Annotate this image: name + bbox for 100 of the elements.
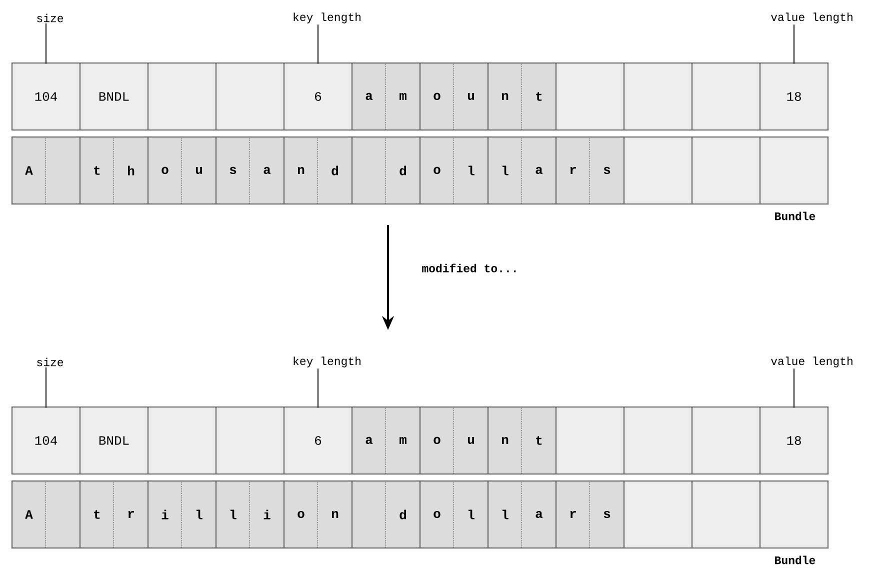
- empty-cell: [46, 136, 80, 204]
- node-label: l: [468, 166, 474, 176]
- memory-cell: d: [386, 480, 420, 548]
- memory-cell: a: [522, 480, 556, 548]
- memory-cell: r: [114, 480, 148, 548]
- node-label: r: [570, 166, 576, 174]
- annotation-label: key length: [294, 356, 360, 368]
- memory-cell: u: [454, 406, 488, 474]
- node-label: i: [162, 510, 168, 520]
- node-label: t: [94, 166, 100, 175]
- node-label: l: [502, 510, 508, 520]
- node-label: o: [434, 510, 440, 518]
- memory-cell: m: [386, 62, 420, 130]
- node-label: t: [94, 510, 100, 519]
- memory-cell: 18: [760, 62, 829, 130]
- memory-cell: s: [590, 136, 624, 204]
- node-label: d: [400, 510, 406, 520]
- memory-cell: r: [556, 480, 590, 548]
- memory-cell: l: [216, 480, 250, 548]
- empty-cell: [352, 136, 386, 204]
- node-label: o: [434, 92, 440, 100]
- node-label: m: [400, 92, 406, 100]
- annotation-label: value length: [771, 356, 852, 368]
- memory-cell: u: [182, 136, 216, 204]
- memory-cell: o: [148, 136, 182, 204]
- empty-cell: [352, 480, 386, 548]
- node-label: n: [332, 511, 338, 518]
- memory-cell: l: [488, 136, 522, 204]
- memory-cell: BNDL: [80, 62, 148, 130]
- memory-cell: s: [590, 480, 624, 548]
- memory-cell: d: [318, 136, 352, 204]
- node-label: a: [366, 436, 373, 444]
- memory-cell: o: [420, 406, 454, 474]
- memory-cell: o: [420, 480, 454, 548]
- node-label: s: [604, 510, 610, 518]
- node-label: l: [230, 510, 236, 520]
- memory-cell: t: [522, 62, 556, 130]
- node-label: s: [604, 166, 610, 174]
- memory-cell: l: [182, 480, 216, 548]
- memory-cell: m: [386, 406, 420, 474]
- memory-cell: n: [488, 406, 522, 474]
- memory-cell: u: [454, 62, 488, 130]
- memory-cell: A: [12, 480, 46, 548]
- memory-cell: t: [522, 406, 556, 474]
- node-label: A: [25, 166, 33, 175]
- memory-cell: l: [454, 480, 488, 548]
- node-label: r: [128, 511, 134, 518]
- node-label: l: [196, 510, 202, 520]
- memory-cell: i: [250, 480, 284, 548]
- memory-cell: o: [420, 62, 454, 130]
- memory-cell: 6: [284, 406, 352, 474]
- node-label: t: [536, 92, 542, 101]
- memory-cell: r: [556, 136, 590, 204]
- memory-cell: h: [114, 136, 148, 204]
- node-label: t: [536, 436, 542, 445]
- node-label: u: [196, 166, 202, 174]
- node-label: a: [264, 166, 271, 174]
- bundle-label: Bundle: [775, 212, 816, 220]
- node-label: r: [570, 511, 576, 518]
- annotation-label: size: [37, 14, 64, 22]
- memory-cell: l: [454, 136, 488, 204]
- node-label: n: [502, 93, 508, 100]
- node-label: l: [502, 166, 508, 176]
- arrow-label: modified to...: [422, 264, 516, 272]
- memory-cell: t: [80, 136, 114, 204]
- memory-cell: a: [522, 136, 556, 204]
- node-label: s: [230, 166, 236, 174]
- node-label: o: [298, 510, 304, 518]
- memory-cell: 18: [760, 406, 829, 474]
- bundle-label: Bundle: [775, 556, 816, 564]
- memory-cell: a: [250, 136, 284, 204]
- annotation-label: value length: [771, 12, 852, 24]
- annotation-label: size: [37, 358, 64, 366]
- memory-cell: BNDL: [80, 406, 148, 474]
- node-label: n: [502, 437, 508, 444]
- memory-cell: l: [488, 480, 522, 548]
- node-label: o: [434, 166, 440, 174]
- memory-cell: t: [80, 480, 114, 548]
- node-label: i: [264, 510, 270, 520]
- memory-cell: o: [284, 480, 318, 548]
- node-label: o: [434, 436, 440, 444]
- node-label: d: [332, 166, 338, 176]
- memory-cell: n: [284, 136, 318, 204]
- node-label: l: [468, 510, 474, 520]
- memory-cell: 104: [12, 406, 80, 474]
- memory-cell: 6: [284, 62, 352, 130]
- node-label: d: [400, 166, 406, 176]
- node-label: o: [162, 166, 168, 174]
- memory-cell: s: [216, 136, 250, 204]
- memory-cell: n: [318, 480, 352, 548]
- memory-cell: A: [12, 136, 46, 204]
- memory-cell: a: [352, 406, 386, 474]
- node-label: a: [536, 166, 543, 174]
- node-label: u: [468, 92, 474, 100]
- memory-cell: 104: [12, 62, 80, 130]
- empty-cell: [46, 480, 80, 548]
- node-label: a: [366, 92, 373, 100]
- memory-cell: i: [148, 480, 182, 548]
- node-label: h: [128, 166, 134, 176]
- node-label: m: [400, 437, 406, 444]
